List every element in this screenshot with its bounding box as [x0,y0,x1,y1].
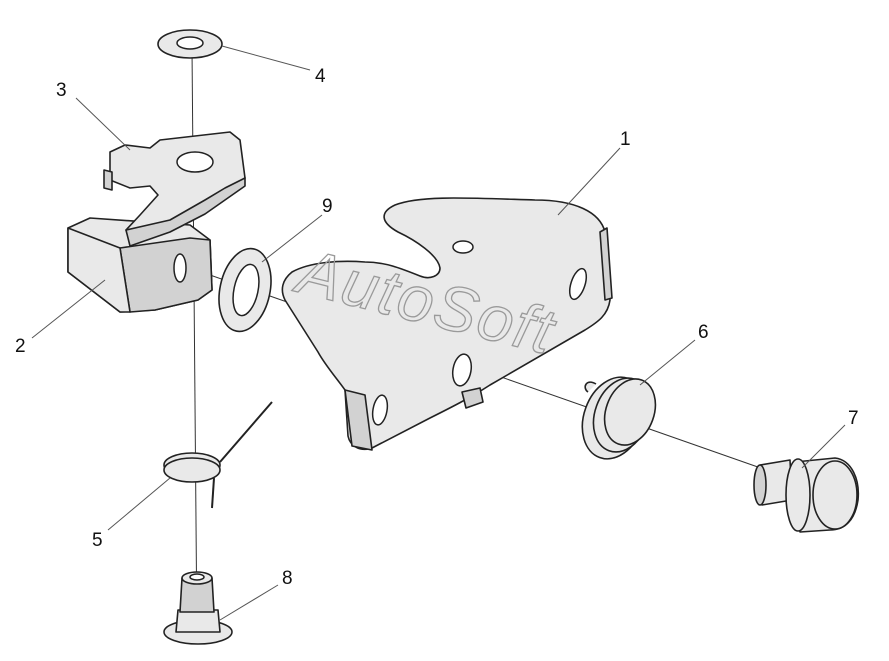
washer-part-4 [157,29,223,59]
coil-spring-part-6 [581,376,657,460]
bushing-part-8 [163,571,233,645]
leader-1 [557,147,621,216]
washer-part-9 [218,247,272,333]
bracket-hole-right [568,267,588,301]
latch-plate-hole [176,151,214,173]
bracket-hole-top [452,240,474,254]
torsion-spring-part-5 [163,401,273,509]
callout-1: 1 [620,129,631,150]
callout-2: 2 [15,336,26,357]
callout-6: 6 [698,322,709,343]
bracket-part-1 [281,197,613,451]
leader-3 [75,97,131,151]
callout-8: 8 [282,568,293,589]
block-part-2 [67,217,213,313]
leader-4 [221,45,311,71]
leader-7 [801,424,846,469]
bracket-hole-left [371,394,389,426]
callout-9: 9 [322,196,333,217]
callout-7: 7 [848,408,859,429]
leader-5 [107,477,171,531]
leader-8 [219,584,279,621]
block-slot [173,253,187,283]
leader-6 [639,339,696,386]
leader-9 [261,214,323,263]
bracket-hole-center [451,353,473,387]
latch-plate-part-3 [103,131,246,247]
leader-2 [31,279,106,339]
callout-5: 5 [92,530,103,551]
callout-4: 4 [315,66,326,87]
callout-3: 3 [56,80,67,101]
bolt-part-7 [753,457,860,533]
